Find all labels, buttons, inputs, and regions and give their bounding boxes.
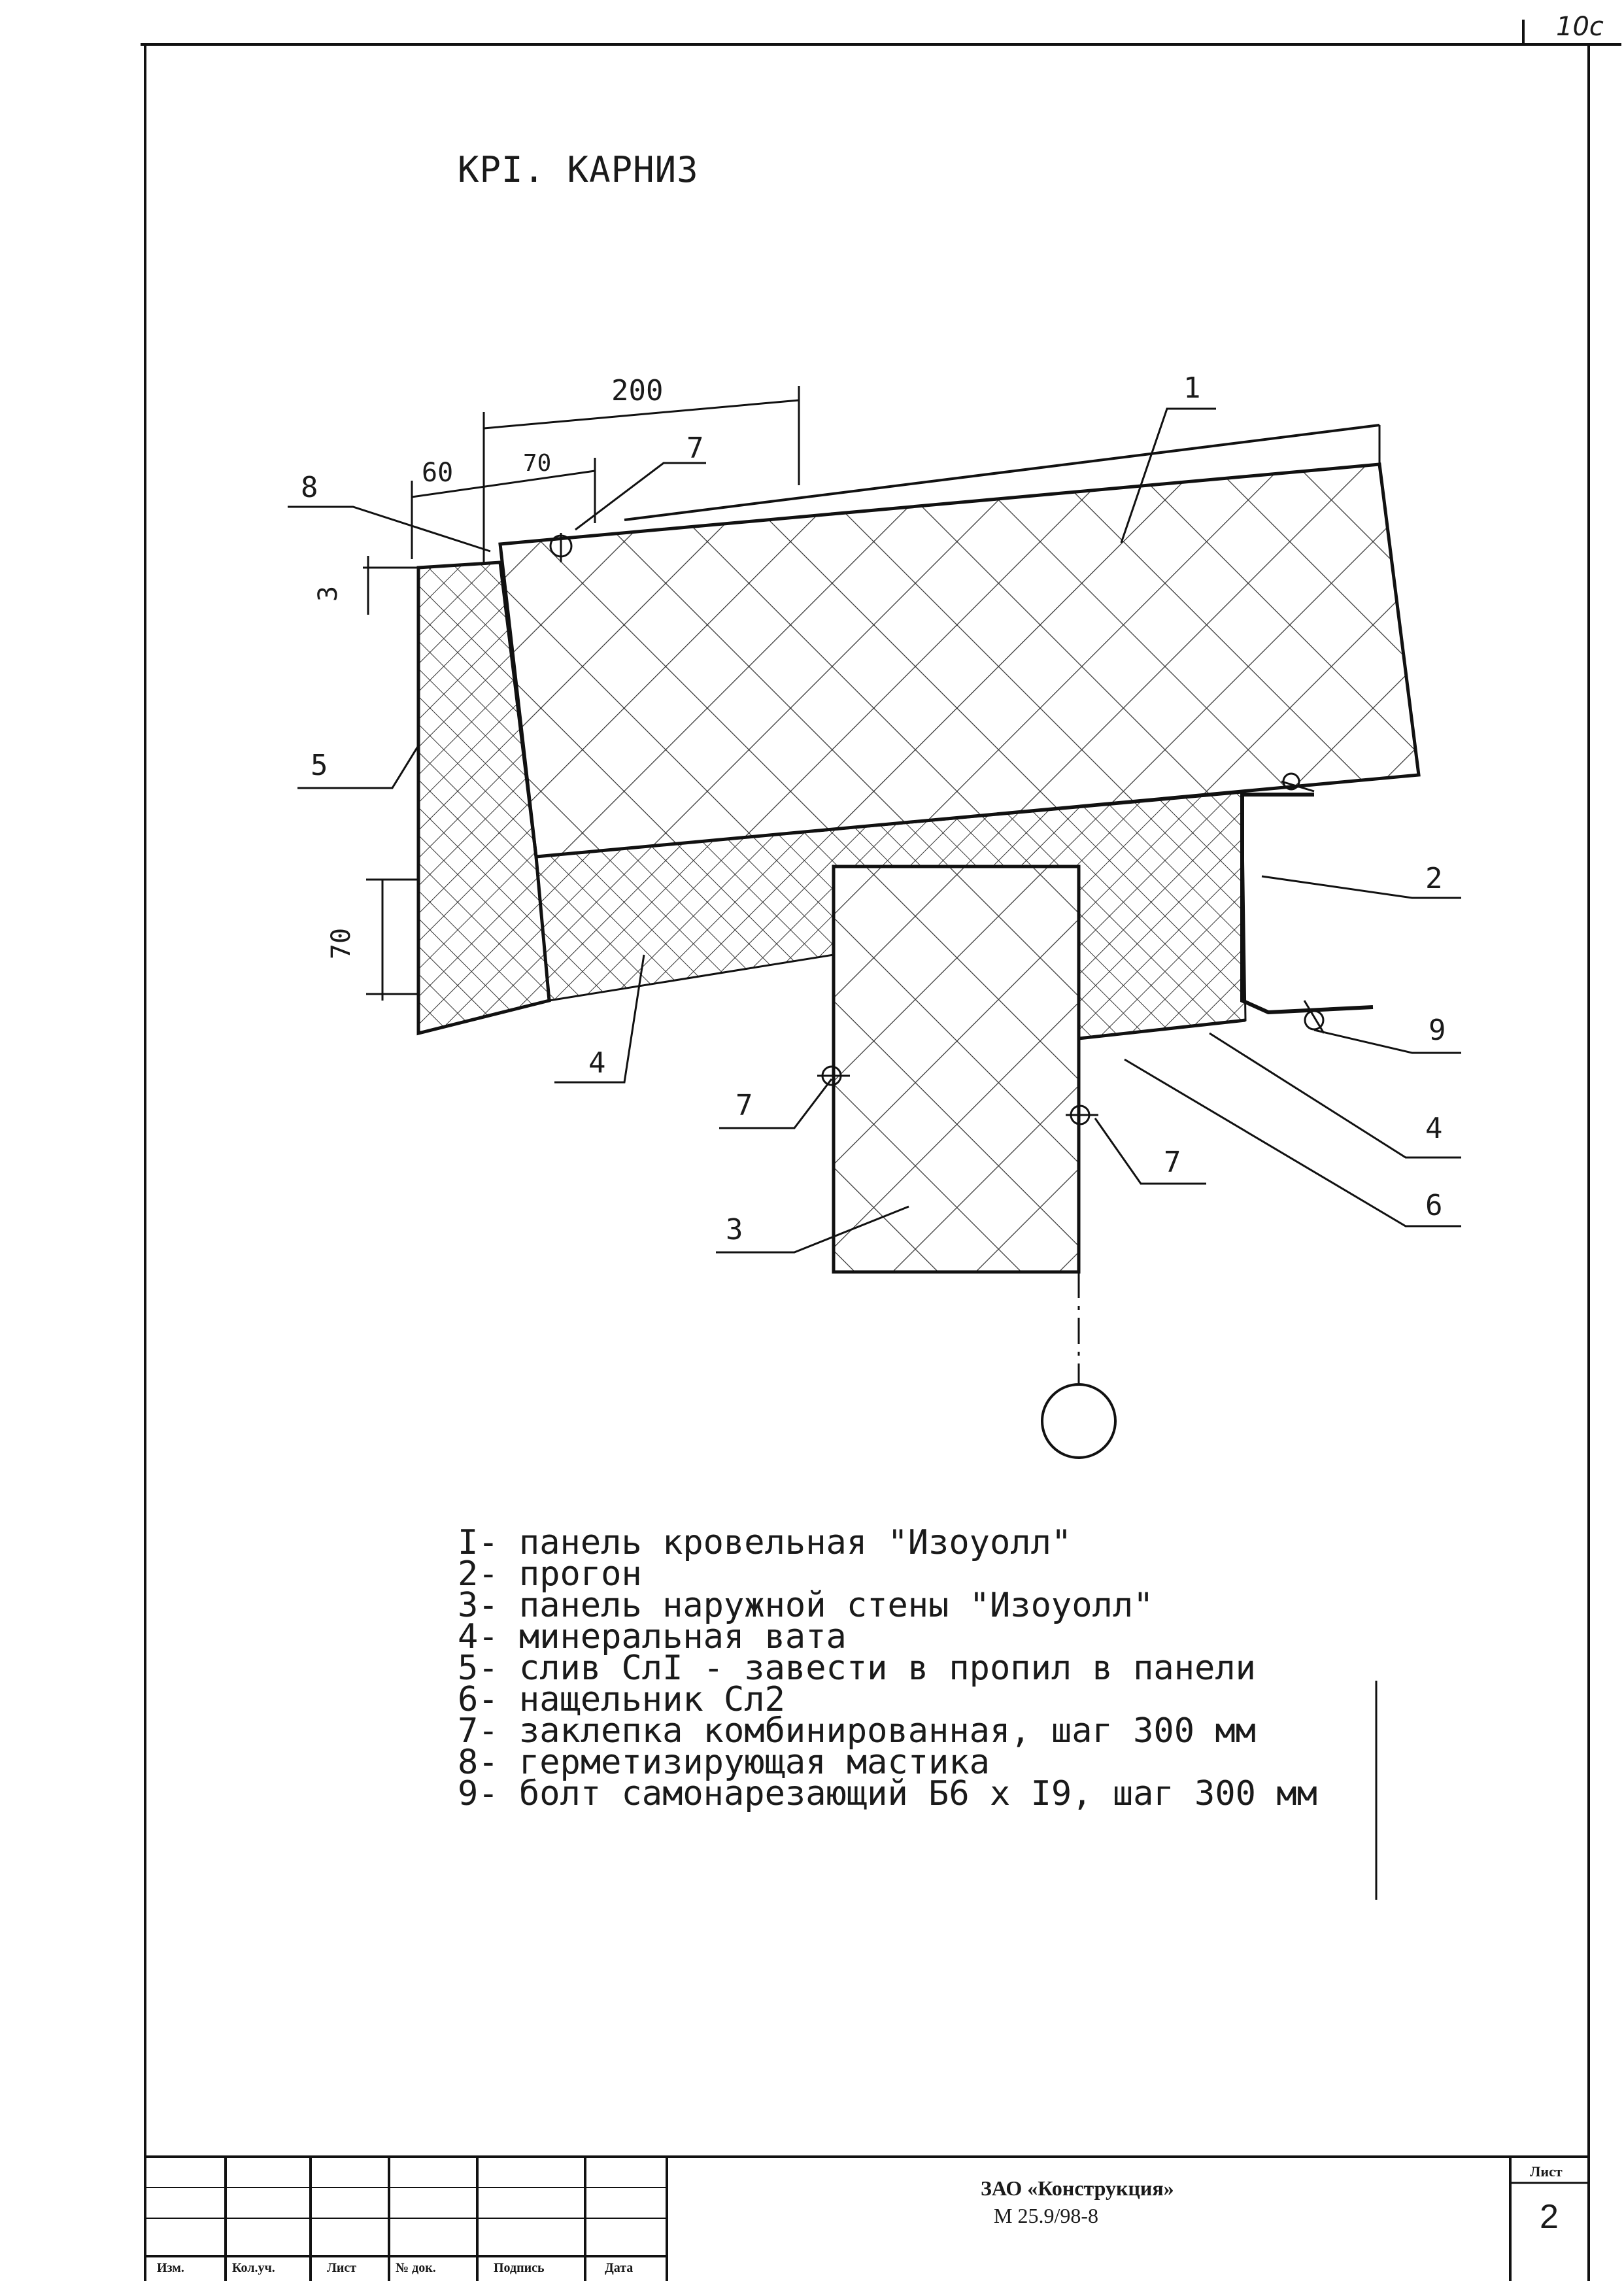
legend-item: 7- заклепка комбинированная, шаг 300 мм xyxy=(458,1711,1256,1751)
legend-item: 2- прогон xyxy=(458,1554,642,1594)
drip-flashing xyxy=(416,560,551,1036)
sheet-number: 2 xyxy=(1540,2198,1559,2236)
drawing-title: КРI. КАРНИЗ xyxy=(458,149,699,190)
sheet-frame xyxy=(141,20,1621,2281)
roof-panel xyxy=(498,462,1421,859)
title-block-col-kol: Кол.уч. xyxy=(232,2261,275,2275)
roof-profile-line xyxy=(624,424,1380,521)
callout-5: 5 xyxy=(311,749,328,782)
legend-item: 3- панель наружной стены "Изоуолл" xyxy=(458,1586,1154,1625)
wall-panel xyxy=(832,865,1081,1274)
title-block-col-sign: Подпись xyxy=(494,2261,545,2275)
purlin xyxy=(1240,793,1374,1015)
title-block-col-izm: Изм. xyxy=(157,2261,184,2275)
dim-3: 3 xyxy=(313,585,344,602)
dimension-lines xyxy=(363,386,800,1001)
callout-9: 9 xyxy=(1429,1014,1446,1047)
callout-7-left: 7 xyxy=(736,1089,753,1122)
leader-lines xyxy=(288,407,1461,1254)
legend-item: 8- герметизирующая мастика xyxy=(458,1743,990,1782)
title-block-col-list: Лист xyxy=(327,2261,357,2275)
dim-200: 200 xyxy=(611,374,664,407)
rivet-fasteners xyxy=(549,533,1325,1125)
sheet-label: Лист xyxy=(1530,2163,1563,2180)
callout-8: 8 xyxy=(301,471,318,504)
legend-item: 4- минеральная вата xyxy=(458,1617,847,1656)
title-block-grid xyxy=(145,2155,1589,2281)
dim-60: 60 xyxy=(422,458,454,488)
title-block-col-date: Дата xyxy=(605,2261,634,2275)
callout-7-top: 7 xyxy=(686,432,704,465)
callout-4-right: 4 xyxy=(1425,1112,1443,1145)
dim-70-side: 70 xyxy=(326,927,357,960)
document-code: М 25.9/98-8 xyxy=(994,2204,1098,2227)
legend-item: 6- нащельник Сл2 xyxy=(458,1680,785,1719)
callout-7-right: 7 xyxy=(1164,1146,1181,1179)
corner-number: 10c xyxy=(1556,12,1604,42)
legend-item: I- панель кровельная "Изоуолл" xyxy=(458,1523,1072,1562)
organization-name: ЗАО «Конструкция» xyxy=(981,2176,1174,2200)
callout-2: 2 xyxy=(1425,862,1443,895)
legend-list: I- панель кровельная "Изоуолл" 2- прогон… xyxy=(458,1523,1317,1813)
legend-item: 9- болт самонарезающий Б6 х I9, шаг 300 … xyxy=(458,1774,1317,1813)
cover-strip xyxy=(1077,1018,1246,1125)
title-block-col-doc: № док. xyxy=(396,2261,436,2275)
callout-3: 3 xyxy=(726,1213,743,1246)
axis-bubble xyxy=(1041,1383,1117,1459)
callout-4-left: 4 xyxy=(588,1046,606,1080)
dim-70-top: 70 xyxy=(523,450,552,477)
callout-6: 6 xyxy=(1425,1189,1443,1222)
callout-1: 1 xyxy=(1183,371,1201,405)
legend-item: 5- слив СлI - завести в пропил в панели xyxy=(458,1649,1256,1688)
